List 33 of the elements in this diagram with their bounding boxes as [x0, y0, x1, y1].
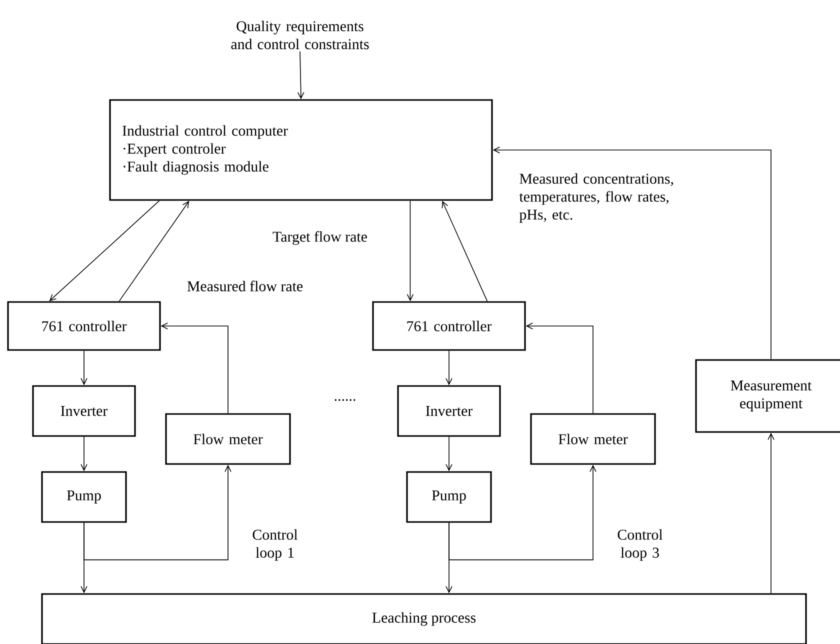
arrow: [80, 436, 88, 472]
edge-label: Measured concentrations, temperatures, flow rates, pHs, etc.: [518, 172, 690, 224]
process-box: 761 controller: [7, 301, 161, 351]
arrow: [80, 350, 88, 386]
process-box: Pump: [41, 471, 127, 523]
arrow: [406, 200, 414, 302]
arrow: [492, 146, 772, 360]
arrow: [297, 51, 304, 100]
arrow: [768, 432, 774, 594]
process-box: Inverter: [397, 385, 501, 437]
arrow: [49, 200, 160, 302]
process-box: Flow meter: [165, 413, 291, 465]
process-box: Pump: [406, 471, 492, 523]
computer-box: Industrial control computer ·Expert controler ·Fault diagnosis module: [109, 99, 493, 201]
ellipsis-text: ......: [334, 399, 356, 401]
edge-label: Control loop 1: [239, 528, 311, 562]
edge-label: Measured flow rate: [186, 280, 304, 292]
edge-label: Control loop 3: [604, 528, 676, 562]
arrow: [442, 200, 488, 302]
arrow: [118, 200, 190, 302]
arrow: [526, 322, 594, 414]
arrow: [446, 436, 452, 472]
arrow: [160, 322, 228, 414]
process-box: Inverter: [32, 385, 136, 437]
process-box: Leaching process: [41, 593, 807, 644]
process-box: Flow meter: [530, 413, 656, 465]
edge-label: Target flow rate: [272, 230, 368, 246]
arrow: [446, 350, 452, 386]
arrow: [84, 464, 232, 560]
process-box: 761 controller: [372, 301, 526, 351]
input-text: Quality requirements and control constraints: [231, 20, 369, 50]
process-box: Measurement equipment: [695, 359, 840, 433]
arrow: [448, 464, 596, 560]
